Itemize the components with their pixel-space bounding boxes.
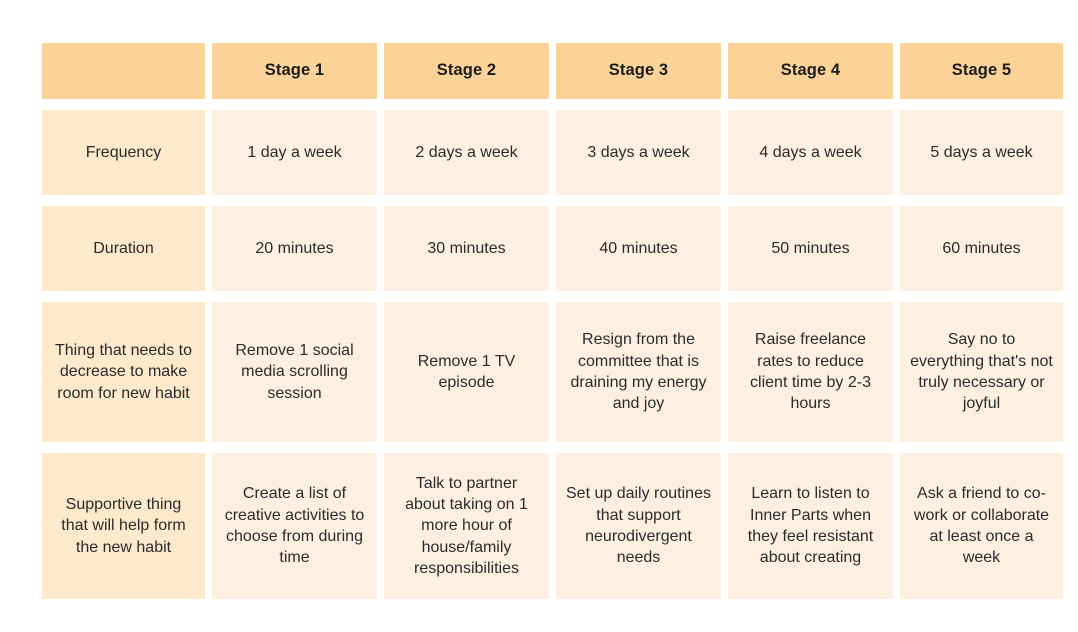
table-corner-cell [42, 43, 205, 99]
table-cell-text: Set up daily routines that support neuro… [566, 485, 711, 567]
table-cell: Talk to partner about taking on 1 more h… [384, 453, 549, 599]
table-cell-text: 5 days a week [930, 143, 1033, 161]
table-cell-text: Create a list of creative activities to … [224, 485, 365, 567]
table-cell-text: Remove 1 TV episode [417, 352, 516, 391]
table-cell-text: 1 day a week [247, 143, 342, 161]
table-cell-text: 50 minutes [771, 239, 850, 257]
table-cell: Resign from the committee that is draini… [556, 302, 721, 442]
row-header-frequency: Frequency [42, 110, 205, 195]
row-header-label: Thing that needs to decrease to make roo… [55, 342, 192, 402]
table-cell: 30 minutes [384, 206, 549, 291]
table-cell-text: 20 minutes [255, 239, 334, 257]
column-header-stage-2: Stage 2 [384, 43, 549, 99]
table-cell: 60 minutes [900, 206, 1063, 291]
column-header-stage-5: Stage 5 [900, 43, 1063, 99]
column-header-label: Stage 3 [608, 61, 669, 80]
table-cell-text: 3 days a week [587, 143, 690, 161]
table-cell: 3 days a week [556, 110, 721, 195]
row-header-thing-to-decrease: Thing that needs to decrease to make roo… [42, 302, 205, 442]
table-cell: Learn to listen to Inner Parts when they… [728, 453, 893, 599]
table-cell-text: 40 minutes [599, 239, 678, 257]
table-cell-text: Resign from the committee that is draini… [570, 331, 707, 413]
row-header-label: Duration [93, 239, 154, 257]
table-cell: 50 minutes [728, 206, 893, 291]
table-cell-text: Learn to listen to Inner Parts when they… [747, 485, 874, 567]
table-cell: Remove 1 TV episode [384, 302, 549, 442]
table-cell: 2 days a week [384, 110, 549, 195]
table-cell: 1 day a week [212, 110, 377, 195]
table-cell-text: Say no to everything that's not truly ne… [910, 331, 1053, 413]
table-cell: 5 days a week [900, 110, 1063, 195]
table-cell: Create a list of creative activities to … [212, 453, 377, 599]
row-header-duration: Duration [42, 206, 205, 291]
habit-stages-table: Stage 1 Stage 2 Stage 3 Stage 4 Stage 5 … [42, 43, 1063, 599]
table-cell: Raise freelance rates to reduce client t… [728, 302, 893, 442]
table-cell: Set up daily routines that support neuro… [556, 453, 721, 599]
table-cell-text: 4 days a week [759, 143, 862, 161]
table-cell-text: 30 minutes [427, 239, 506, 257]
table-cell-text: Ask a friend to co-work or collaborate a… [913, 485, 1050, 567]
row-header-label: Frequency [85, 143, 162, 161]
table-cell-text: 60 minutes [942, 239, 1021, 257]
table-cell-text: 2 days a week [415, 143, 518, 161]
table-cell: 20 minutes [212, 206, 377, 291]
table-cell: 4 days a week [728, 110, 893, 195]
table-cell: 40 minutes [556, 206, 721, 291]
column-header-stage-1: Stage 1 [212, 43, 377, 99]
row-header-supportive-thing: Supportive thing that will help form the… [42, 453, 205, 599]
column-header-label: Stage 5 [951, 61, 1012, 80]
table-cell: Say no to everything that's not truly ne… [900, 302, 1063, 442]
column-header-stage-4: Stage 4 [728, 43, 893, 99]
column-header-stage-3: Stage 3 [556, 43, 721, 99]
table-cell: Ask a friend to co-work or collaborate a… [900, 453, 1063, 599]
column-header-label: Stage 2 [436, 61, 497, 80]
row-header-label: Supportive thing that will help form the… [61, 496, 186, 556]
table-cell-text: Remove 1 social media scrolling session [235, 342, 354, 402]
table-cell-text: Talk to partner about taking on 1 more h… [405, 474, 528, 577]
table-cell: Remove 1 social media scrolling session [212, 302, 377, 442]
column-header-label: Stage 1 [264, 61, 325, 80]
column-header-label: Stage 4 [780, 61, 841, 80]
table-cell-text: Raise freelance rates to reduce client t… [750, 331, 871, 413]
